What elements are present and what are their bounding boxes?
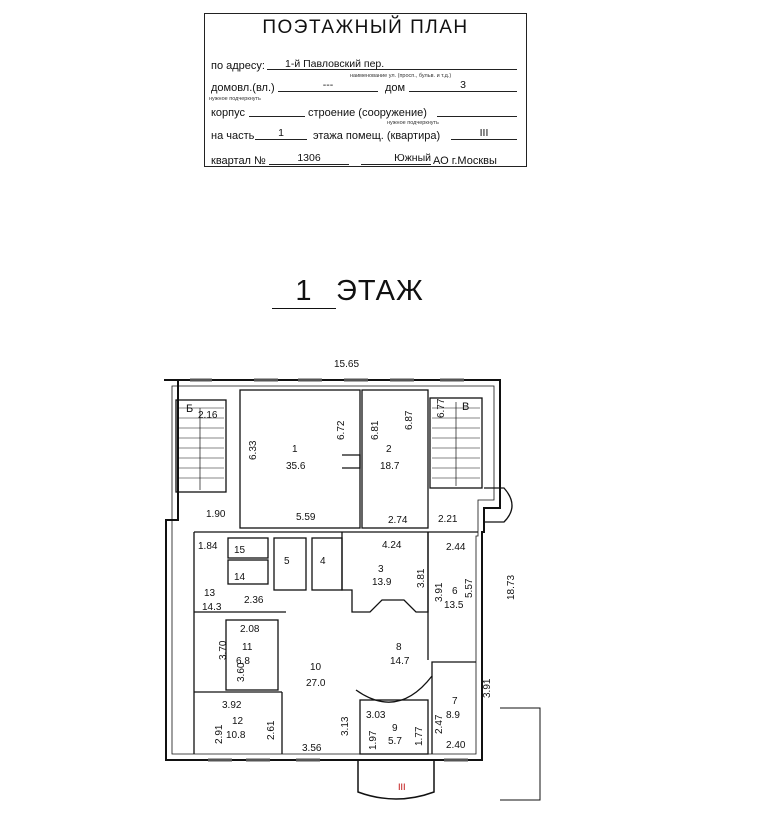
- dim-1-77: 1.77: [414, 726, 425, 746]
- korpus-label: корпус: [211, 107, 246, 119]
- address-label: по адресу:: [211, 60, 265, 72]
- dim-2-74: 2.74: [388, 515, 408, 526]
- dim-6-77: 6.77: [436, 398, 447, 418]
- district-value: Южный: [361, 152, 431, 165]
- floor-label: ЭТАЖ: [336, 275, 424, 307]
- dim-2-61: 2.61: [266, 720, 277, 740]
- address-value: 1-й Павловский пер.: [267, 58, 517, 70]
- stroenie-label: строение (сооружение): [308, 107, 427, 119]
- floor-number: 1: [272, 275, 336, 309]
- stamp-title: ПОЭТАЖНЫЙ ПЛАН: [262, 17, 469, 38]
- room-8-area: 14.7: [390, 656, 410, 667]
- room-11-area: 6.8: [236, 656, 250, 667]
- room-1-no: 1: [292, 444, 298, 455]
- domovl-label: домовл.(вл.): [211, 82, 275, 94]
- domovl-value: ---: [278, 79, 378, 92]
- dim-overall-width: 15.65: [334, 359, 359, 370]
- stroenie-hint: нужное подчеркнуть: [387, 120, 439, 126]
- stroenie-value: [437, 104, 517, 117]
- dim-1-97: 1.97: [368, 730, 379, 750]
- room-9-no: 9: [392, 723, 398, 734]
- dim-3-13: 3.13: [340, 716, 351, 736]
- dimension-labels: 2.16 6.33 6.72 6.81 6.87 6.77 1.90 5.59 …: [198, 398, 493, 754]
- windows: [190, 378, 468, 762]
- room-7-no: 7: [452, 696, 458, 707]
- room-4-no: 4: [320, 556, 326, 567]
- plan-walls: [164, 379, 541, 801]
- dim-2-40: 2.40: [446, 740, 466, 751]
- stair-b-label: Б: [186, 403, 193, 415]
- dim-2-21: 2.21: [438, 514, 458, 525]
- kvartal-value: 1306: [269, 152, 349, 165]
- dim-3-60: 3.60: [236, 662, 247, 682]
- dim-overall-depth: 18.73: [506, 575, 517, 600]
- dim-6-72: 6.72: [336, 420, 347, 440]
- dim-2-44: 2.44: [446, 542, 466, 553]
- room-6-area: 13.5: [444, 600, 464, 611]
- dim-6-87: 6.87: [404, 410, 415, 430]
- part-value: 1: [255, 127, 307, 140]
- address-hint: наименование ул. (просп., бульв. и т.д.): [350, 73, 452, 79]
- room-10-no: 10: [310, 662, 322, 673]
- room-9-area: 5.7: [388, 736, 402, 747]
- room-6-no: 6: [452, 586, 458, 597]
- dim-5-57: 5.57: [464, 578, 475, 598]
- dim-3-92: 3.92: [222, 700, 242, 711]
- room-2-no: 2: [386, 444, 392, 455]
- dim-2-47: 2.47: [434, 714, 445, 734]
- stair-v: [429, 397, 483, 489]
- room-11-no: 11: [242, 642, 253, 653]
- dim-2-36: 2.36: [244, 595, 264, 606]
- dim-2-08: 2.08: [240, 624, 260, 635]
- room-3-no: 3: [378, 564, 384, 575]
- dim-1-84: 1.84: [198, 541, 218, 552]
- part-label: на часть: [211, 130, 255, 142]
- dom-label: дом: [385, 82, 406, 94]
- floor-value: III: [451, 127, 517, 140]
- floor-label: этажа помещ. (квартира): [313, 130, 441, 142]
- city-label: АО г.Москвы: [433, 155, 497, 167]
- room-12-no: 12: [232, 716, 244, 727]
- room-13-area: 14.3: [202, 602, 222, 613]
- room-1-area: 35.6: [286, 461, 306, 472]
- room-15-no: 15: [234, 545, 246, 556]
- room-3-area: 13.9: [372, 577, 392, 588]
- kvartal-label: квартал №: [211, 155, 266, 167]
- dim-4-24: 4.24: [382, 540, 402, 551]
- title-stamp: ПОЭТАЖНЫЙ ПЛАН по адресу: 1-й Павловский…: [204, 13, 527, 167]
- dim-3-70: 3.70: [218, 640, 229, 660]
- room-labels: 1 35.6 2 18.7 3 13.9 4 5 6 13.5 7 8.9 8 …: [202, 444, 464, 747]
- dom-value: 3: [409, 79, 517, 92]
- korpus-value: [249, 104, 305, 117]
- dim-3-91-top: 3.91: [434, 582, 445, 602]
- domovl-hint: нужное подчеркнуть: [209, 96, 261, 102]
- room-12-area: 10.8: [226, 730, 246, 741]
- dim-6-33: 6.33: [248, 440, 259, 460]
- room-5-no: 5: [284, 556, 290, 567]
- exit-mark: III: [398, 782, 406, 792]
- dim-3-03: 3.03: [366, 710, 386, 721]
- room-13-no: 13: [204, 588, 216, 599]
- dim-2-16: 2.16: [198, 410, 218, 421]
- dim-5-59: 5.59: [296, 512, 316, 523]
- room-8-no: 8: [396, 642, 402, 653]
- room-2-area: 18.7: [380, 461, 400, 472]
- room-14-no: 14: [234, 572, 246, 583]
- dim-3-56: 3.56: [302, 743, 322, 754]
- dim-3-91-right: 3.91: [482, 678, 493, 698]
- room-10-area: 27.0: [306, 678, 326, 689]
- dim-6-81: 6.81: [370, 420, 381, 440]
- dim-2-91: 2.91: [214, 724, 225, 744]
- dim-1-90: 1.90: [206, 509, 226, 520]
- stair-v-label: В: [462, 401, 469, 413]
- stair-b: [175, 399, 227, 493]
- room-7-area: 8.9: [446, 710, 460, 721]
- dim-3-81: 3.81: [416, 568, 427, 588]
